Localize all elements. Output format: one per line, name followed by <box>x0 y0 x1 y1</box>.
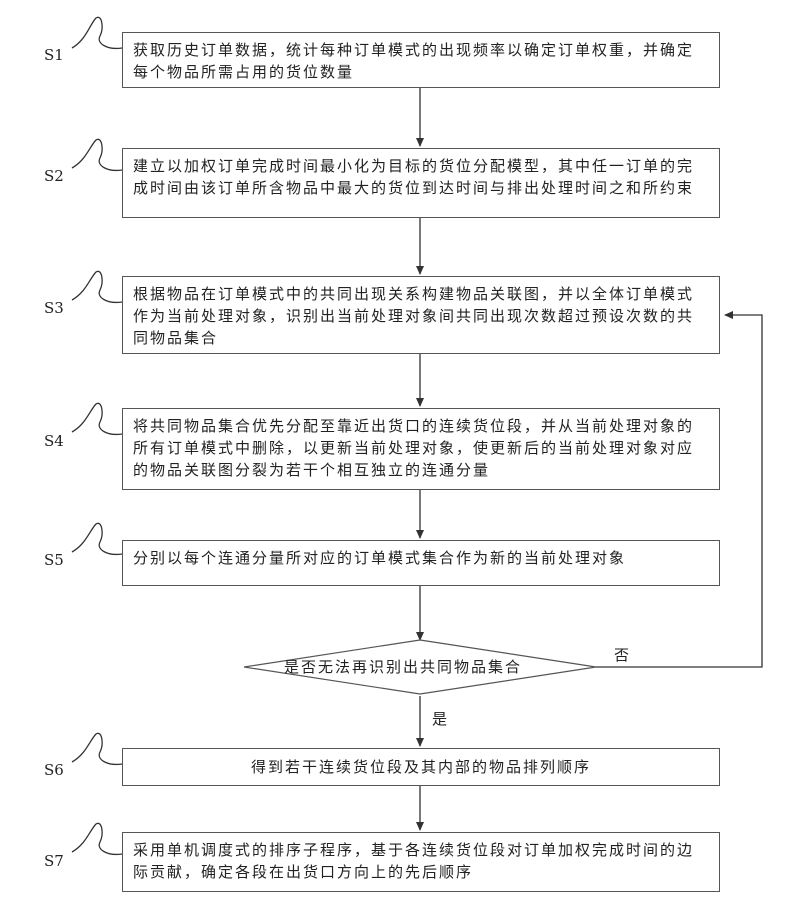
step-label-s4: S4 <box>44 432 64 450</box>
step-box-s6: 得到若干连续货位段及其内部的物品排列顺序 <box>122 748 720 786</box>
step-label-s2: S2 <box>44 167 64 185</box>
leader-squiggle-s6 <box>72 733 122 764</box>
step-box-s2: 建立以加权订单完成时间最小化为目标的货位分配模型，其中任一订单的完成时间由该订单… <box>122 148 720 218</box>
decision-yes-label: 是 <box>432 708 447 729</box>
step-box-s7: 采用单机调度式的排序子程序，基于各连续货位段对订单加权完成时间的边际贡献，确定各… <box>122 832 720 892</box>
arrow-decision-loop-s3 <box>596 315 762 667</box>
step-label-s1: S1 <box>44 46 64 64</box>
leader-squiggle-s5 <box>72 523 122 554</box>
step-box-s1: 获取历史订单数据，统计每种订单模式的出现频率以确定订单权重，并确定每个物品所需占… <box>122 32 720 88</box>
step-label-s6: S6 <box>44 761 64 779</box>
leader-squiggle-s7 <box>72 823 122 854</box>
leader-squiggle-s3 <box>72 271 122 302</box>
decision-text: 是否无法再识别出共同物品集合 <box>284 656 522 677</box>
decision-no-label: 否 <box>614 644 629 665</box>
step-label-s5: S5 <box>44 551 64 569</box>
leader-squiggle-s2 <box>72 139 122 170</box>
step-box-s3: 根据物品在订单模式中的共同出现关系构建物品关联图，并以全体订单模式作为当前处理对… <box>122 276 720 354</box>
step-box-s5: 分别以每个连通分量所对应的订单模式集合作为新的当前处理对象 <box>122 540 720 586</box>
leader-squiggle-s4 <box>72 403 122 434</box>
leader-squiggle-s1 <box>72 17 122 48</box>
step-label-s3: S3 <box>44 299 64 317</box>
step-label-s7: S7 <box>44 852 64 870</box>
step-box-s4: 将共同物品集合优先分配至靠近出货口的连续货位段，并从当前处理对象的所有订单模式中… <box>122 408 720 490</box>
